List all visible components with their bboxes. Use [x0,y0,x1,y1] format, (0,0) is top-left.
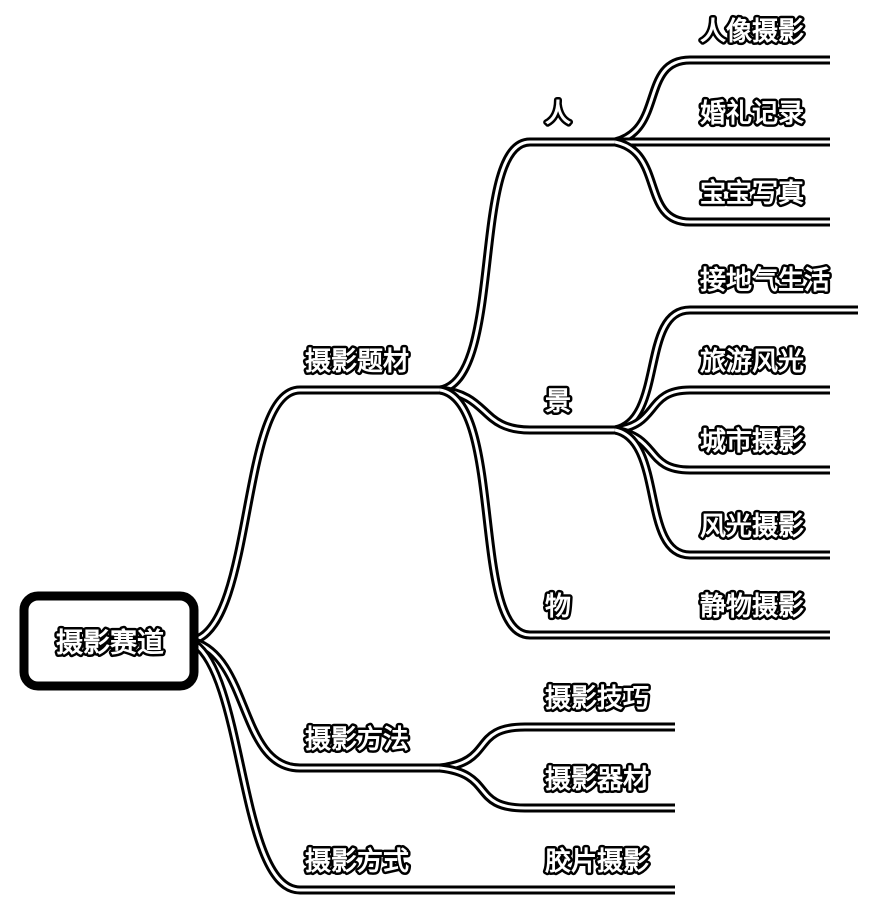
root-node-label: 摄影赛道 [56,627,164,659]
leaf-label-still-life[interactable]: 静物摄影 [698,589,807,625]
leaf-label-landscape[interactable]: 风光摄影 [698,510,807,545]
leaf-label-city[interactable]: 城市摄影 [698,424,807,460]
root-node[interactable]: 摄影赛道 [19,591,199,691]
branch-label-mode[interactable]: 摄影方式 [303,844,412,880]
edge-root-subject [193,385,440,645]
node-label-objects[interactable]: 物 [543,590,574,625]
branch-label-method[interactable]: 摄影方法 [303,722,412,758]
node-label-scenery[interactable]: 景 [543,385,574,420]
branch-label-subject[interactable]: 摄影题材 [303,345,412,380]
leaf-label-wedding[interactable]: 婚礼记录 [698,96,807,132]
leaf-label-equipment[interactable]: 摄影器材 [543,763,652,798]
leaf-label-film[interactable]: 胶片摄影 [543,844,652,880]
leaf-label-technique[interactable]: 摄影技巧 [543,682,652,717]
edge-subject-people [438,137,615,395]
edge-method-technique [439,722,675,773]
leaf-label-daily-life[interactable]: 接地气生活 [698,263,833,299]
connectors [192,55,858,895]
node-label-people[interactable]: 人 [543,97,574,132]
leaf-label-baby[interactable]: 宝宝写真 [698,176,807,212]
leaf-label-travel[interactable]: 旅游风光 [698,345,807,380]
leaf-label-portrait[interactable]: 人像摄影 [698,15,807,50]
